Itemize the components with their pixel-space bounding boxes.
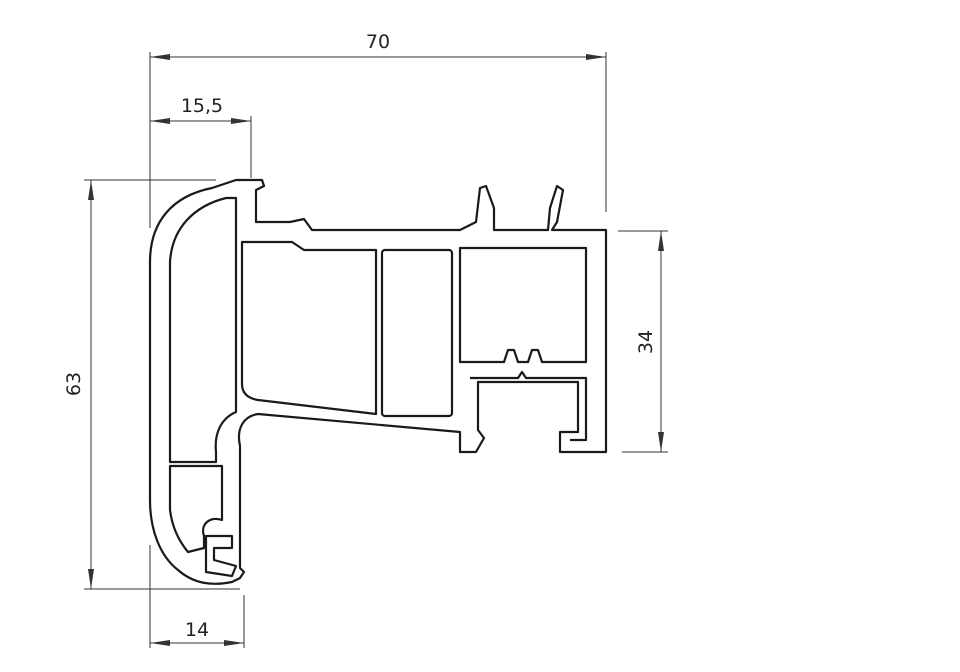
dimension-flange-width: 15,5 bbox=[150, 95, 252, 178]
profile-lower-slot bbox=[470, 370, 588, 442]
dimension-label-63: 63 bbox=[63, 372, 85, 396]
profile-outer-contour bbox=[148, 178, 608, 585]
dimension-overall-width: 70 bbox=[149, 31, 607, 228]
dimension-label-70: 70 bbox=[366, 31, 390, 53]
dimension-label-15-5: 15,5 bbox=[181, 95, 223, 117]
dimension-body-height: 34 bbox=[618, 230, 668, 453]
profile-lower-left-chamber bbox=[168, 464, 224, 554]
dimension-label-14: 14 bbox=[185, 619, 209, 641]
profile-inner-left-chamber bbox=[168, 196, 238, 464]
profile-chamber-3 bbox=[458, 246, 588, 364]
profile-chamber-2 bbox=[380, 248, 454, 418]
dimension-label-34: 34 bbox=[635, 330, 657, 354]
dimension-overall-height: 63 bbox=[63, 179, 240, 590]
profile-bottom-hook bbox=[204, 534, 238, 578]
profile-chamber-1 bbox=[240, 240, 378, 416]
dimension-bottom-width: 14 bbox=[149, 545, 245, 648]
